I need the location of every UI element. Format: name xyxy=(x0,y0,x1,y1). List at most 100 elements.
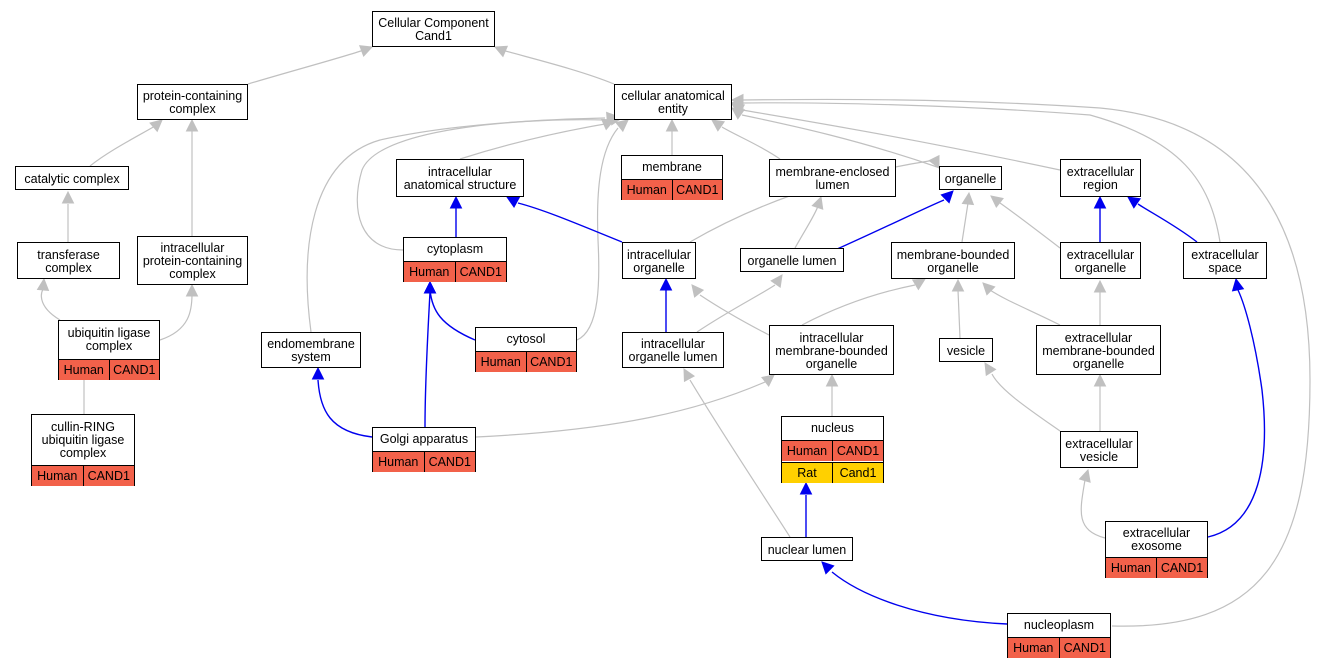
edge xyxy=(493,45,615,85)
node-ias: intracellular anatomical structure xyxy=(396,159,524,197)
node-exv: extracellular vesicle xyxy=(1060,431,1138,468)
annotation-cell: CAND1 xyxy=(671,180,723,200)
arrowhead xyxy=(423,280,437,294)
edge-highlight xyxy=(311,366,373,438)
node-label: intracellular membrane-bounded organelle xyxy=(775,330,888,371)
arrowhead xyxy=(36,277,50,292)
node-label: membrane xyxy=(642,160,702,174)
annotation-cell: Human xyxy=(409,265,450,279)
node-label: extracellular region xyxy=(1066,165,1135,192)
annotation-cell: Rat xyxy=(797,466,817,480)
arrowhead xyxy=(359,45,374,57)
arrowhead xyxy=(730,93,744,107)
arrowhead xyxy=(1127,196,1142,209)
annotation-cell: Cand1 xyxy=(832,463,883,483)
node-pcc: protein-containing complex xyxy=(137,84,248,120)
node-label: intracellular protein-containing complex xyxy=(142,241,243,281)
annotation-cell: CAND1 xyxy=(423,452,476,472)
arrowhead xyxy=(990,195,1004,209)
node-label: extracellular vesicle xyxy=(1065,436,1133,464)
arrowhead xyxy=(149,119,163,133)
node-label: endomembrane system xyxy=(267,337,355,364)
edge xyxy=(61,190,75,242)
edge xyxy=(185,118,199,236)
annotation-cell: Human xyxy=(480,355,521,369)
node-ves: vesicle xyxy=(939,338,993,362)
edge xyxy=(711,119,781,160)
node-mel: membrane-enclosed lumen xyxy=(769,159,896,197)
node-orl: organelle lumen xyxy=(740,248,844,272)
edge xyxy=(984,362,1061,432)
edge-highlight xyxy=(506,196,623,243)
arrowhead xyxy=(1078,468,1091,483)
arrowhead xyxy=(911,278,926,291)
edge-highlight xyxy=(1127,196,1198,243)
arrowhead xyxy=(185,283,199,297)
edge-highlight xyxy=(659,277,673,332)
node-ino: intracellular organelle xyxy=(622,242,696,279)
arrowhead xyxy=(493,45,509,58)
node-label: cytosol xyxy=(506,332,546,346)
arrowhead xyxy=(984,362,997,377)
node-cc: Cellular Component Cand1 xyxy=(372,11,495,47)
edge-highlight xyxy=(1093,195,1107,242)
node-label: membrane-enclosed lumen xyxy=(775,165,890,192)
annotation-cell: CAND1 xyxy=(1156,558,1207,578)
node-label: ubiquitin ligase complex xyxy=(67,326,151,353)
arrowhead xyxy=(311,366,325,380)
arrowhead xyxy=(961,191,975,206)
node-label: cytoplasm xyxy=(426,242,484,256)
edge xyxy=(89,119,163,167)
node-exo: extracellular organelle xyxy=(1060,242,1141,279)
arrowhead xyxy=(61,190,75,204)
edge xyxy=(730,93,1311,627)
node-label: cellular anatomical entity xyxy=(621,89,725,116)
node-imb: intracellular membrane-bounded organelle xyxy=(769,325,894,375)
node-trc: transferase complex xyxy=(17,242,120,279)
arrowhead xyxy=(940,190,954,204)
node-exr: extracellular region xyxy=(1060,159,1141,197)
annotation-cell: CAND1 xyxy=(832,441,883,461)
edge xyxy=(825,373,839,416)
node-ipc: intracellular protein-containing complex xyxy=(137,236,248,285)
edge xyxy=(696,274,783,333)
arrowhead xyxy=(449,195,463,209)
arrowhead xyxy=(928,154,940,170)
arrowhead xyxy=(691,284,705,298)
node-label: intracellular organelle lumen xyxy=(628,337,718,364)
node-label: catalytic complex xyxy=(24,171,120,186)
arrowhead xyxy=(811,195,824,210)
annotation-cell: Human xyxy=(1013,641,1054,655)
node-emb: extracellular membrane-bounded organelle xyxy=(1036,325,1161,375)
edge-highlight xyxy=(423,280,437,428)
edge xyxy=(961,191,975,243)
node-label: extracellular space xyxy=(1191,247,1259,275)
edge xyxy=(982,282,1061,326)
node-label: vesicle xyxy=(946,343,986,358)
node-label: transferase complex xyxy=(37,247,100,275)
node-label: nuclear lumen xyxy=(767,542,847,557)
edge xyxy=(159,283,199,341)
node-mbo: membrane-bounded organelle xyxy=(891,242,1015,279)
annotation-cell: Human xyxy=(63,363,104,377)
node-nlu: nuclear lumen xyxy=(761,537,853,561)
edge-highlight xyxy=(1207,277,1266,538)
node-cat: catalytic complex xyxy=(15,166,129,190)
node-iol: intracellular organelle lumen xyxy=(622,332,724,368)
edge xyxy=(801,278,926,326)
node-org: organelle xyxy=(939,166,1002,190)
arrowhead xyxy=(665,118,679,132)
